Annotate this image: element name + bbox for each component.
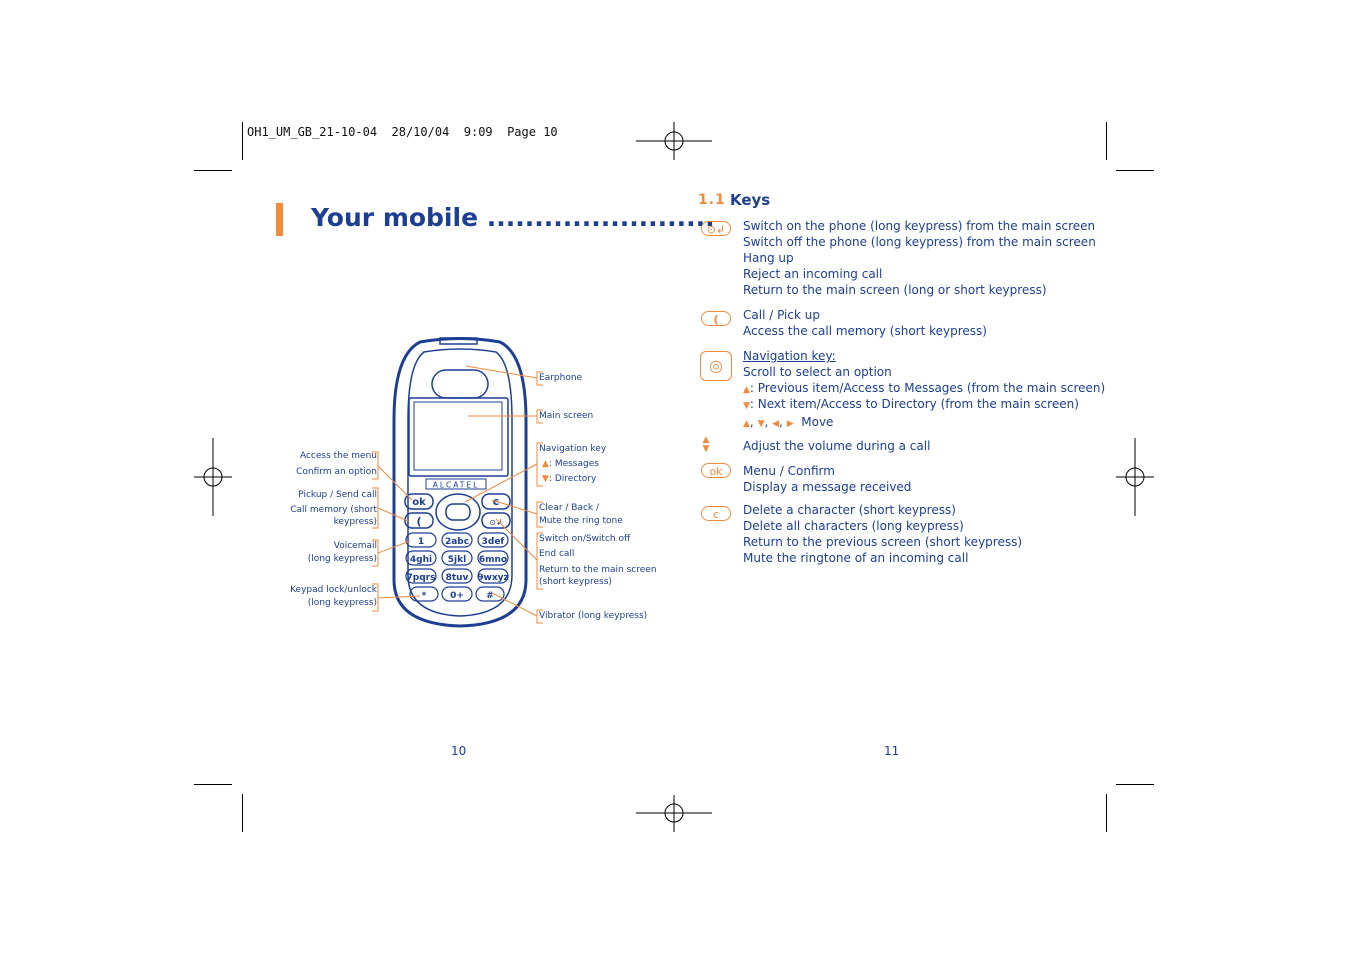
volume-description: Adjust the volume during a call bbox=[743, 438, 930, 454]
callout-call-memory-1: Call memory (short bbox=[290, 505, 377, 515]
down-triangle-icon: ▼ bbox=[542, 474, 549, 484]
key-3: 3def bbox=[482, 537, 505, 547]
callout-switch-on-off: Switch on/Switch off bbox=[539, 534, 631, 544]
callout-earphone: Earphone bbox=[539, 373, 583, 383]
up-triangle-icon: ▲ bbox=[743, 385, 750, 395]
desc-line: Return to the main screen (long or short… bbox=[743, 283, 1047, 297]
desc-line: Mute the ringtone of an incoming call bbox=[743, 551, 969, 565]
callout-keypad-lock-2: (long keypress) bbox=[307, 598, 377, 608]
desc-line: Menu / Confirm bbox=[743, 464, 835, 478]
callout-call-memory-2: keypress) bbox=[333, 517, 377, 527]
desc-line: Display a message received bbox=[743, 480, 912, 494]
callout-messages: ▲: Messages bbox=[542, 459, 599, 469]
key-0: 0+ bbox=[450, 591, 464, 601]
desc-line-move: ▲, ▼, ◀, ▶ Move bbox=[743, 415, 834, 429]
power-end-key-icon: ⊙↲ bbox=[701, 221, 731, 236]
crop-mark bbox=[194, 170, 232, 171]
callout-mute-ring: Mute the ring tone bbox=[539, 516, 623, 526]
desc-line: Return to the previous screen (short key… bbox=[743, 535, 1023, 549]
callout-confirm-option: Confirm an option bbox=[296, 467, 377, 477]
callout-vibrator: Vibrator (long keypress) bbox=[539, 611, 648, 621]
ok-key-icon: ok bbox=[701, 463, 731, 478]
key-2: 2abc bbox=[445, 537, 469, 547]
desc-line: Switch on the phone (long keypress) from… bbox=[743, 219, 1096, 233]
up-triangle-icon: ▲ bbox=[542, 459, 549, 469]
ok-key-description: Menu / Confirm Display a message receive… bbox=[743, 463, 911, 495]
key-7: 7pqrs bbox=[407, 573, 436, 583]
volume-keys-icon: ▲▼ bbox=[702, 435, 710, 454]
section-title: Keys bbox=[730, 191, 771, 209]
crop-mark bbox=[194, 784, 232, 785]
crop-mark bbox=[1116, 170, 1154, 171]
down-triangle-icon: ▼ bbox=[757, 419, 765, 429]
crop-mark bbox=[242, 794, 243, 832]
callout-return-main-1: Return to the main screen bbox=[539, 565, 657, 575]
svg-text:⊙↲: ⊙↲ bbox=[489, 518, 502, 527]
desc-line: Delete all characters (long keypress) bbox=[743, 519, 964, 533]
call-key-icon: ( bbox=[701, 311, 731, 326]
print-slug: OH1_UM_GB_21-10-04 28/10/04 9:09 Page 10 bbox=[247, 125, 558, 139]
desc-line: Switch off the phone (long keypress) fro… bbox=[743, 235, 1096, 249]
crop-mark bbox=[1116, 784, 1154, 785]
callout-end-call: End call bbox=[539, 549, 575, 559]
phone-brand-logo: ALCATEL bbox=[433, 481, 480, 490]
desc-line: Navigation key: bbox=[743, 349, 836, 363]
page-title: Your mobile ........................ bbox=[311, 203, 715, 232]
callout-pickup: Pickup / Send call bbox=[298, 490, 377, 500]
desc-line-next: ▼: Next item/Access to Directory (from t… bbox=[743, 397, 1079, 411]
key-hash: # bbox=[486, 591, 494, 601]
desc-line: Delete a character (short keypress) bbox=[743, 503, 956, 517]
callout-voicemail-2: (long keypress) bbox=[307, 554, 377, 564]
page-number-left: 10 bbox=[451, 744, 467, 758]
callout-directory: ▼: Directory bbox=[542, 474, 597, 484]
callout-clear-back: Clear / Back / bbox=[539, 503, 600, 513]
key-9: 9wxyz bbox=[477, 573, 509, 583]
phone-illustration: ALCATEL ok ( c ⊙↲ 1 2abc 3def 4ghi 5jkl … bbox=[392, 337, 528, 628]
call-key-description: Call / Pick up Access the call memory (s… bbox=[743, 307, 987, 339]
navigation-key-icon: ◎ bbox=[700, 351, 732, 381]
key-4: 4ghi bbox=[410, 555, 432, 565]
down-triangle-icon: ▼ bbox=[743, 401, 750, 411]
callout-main-screen: Main screen bbox=[539, 411, 594, 421]
callout-keypad-lock-1: Keypad lock/unlock bbox=[290, 585, 377, 595]
callout-access-menu: Access the menu bbox=[299, 451, 377, 461]
crop-mark bbox=[1106, 794, 1107, 832]
key-5: 5jkl bbox=[448, 555, 466, 565]
desc-line-previous: ▲: Previous item/Access to Messages (fro… bbox=[743, 381, 1106, 395]
desc-line: Call / Pick up bbox=[743, 308, 820, 322]
desc-line: Scroll to select an option bbox=[743, 365, 892, 379]
left-triangle-icon: ◀ bbox=[772, 419, 780, 429]
key-star: * bbox=[422, 591, 427, 601]
key-6: 6mno bbox=[479, 555, 507, 565]
svg-text:ok: ok bbox=[412, 497, 426, 508]
desc-line: Access the call memory (short keypress) bbox=[743, 324, 987, 338]
callout-return-main-2: (short keypress) bbox=[539, 577, 612, 587]
key-8: 8tuv bbox=[446, 573, 469, 583]
key-1: 1 bbox=[418, 537, 424, 547]
desc-line: Hang up bbox=[743, 251, 794, 265]
up-triangle-icon: ▲ bbox=[743, 419, 750, 429]
clear-key-icon: c bbox=[701, 506, 731, 521]
clear-key-description: Delete a character (short keypress) Dele… bbox=[743, 502, 1022, 566]
callout-voicemail-1: Voicemail bbox=[333, 541, 377, 551]
navigation-key-description: Navigation key: Scroll to select an opti… bbox=[743, 348, 1105, 430]
svg-text:(: ( bbox=[416, 515, 421, 528]
callout-navigation-key: Navigation key bbox=[539, 444, 607, 454]
crop-mark bbox=[242, 122, 243, 160]
page-number-right: 11 bbox=[884, 744, 900, 758]
section-number: 1.1 bbox=[698, 192, 726, 208]
power-key-description: Switch on the phone (long keypress) from… bbox=[743, 218, 1096, 298]
right-triangle-icon: ▶ bbox=[786, 419, 794, 429]
desc-line: Adjust the volume during a call bbox=[743, 439, 931, 453]
desc-line: Reject an incoming call bbox=[743, 267, 883, 281]
crop-mark bbox=[1106, 122, 1107, 160]
title-accent-bar bbox=[276, 203, 283, 236]
